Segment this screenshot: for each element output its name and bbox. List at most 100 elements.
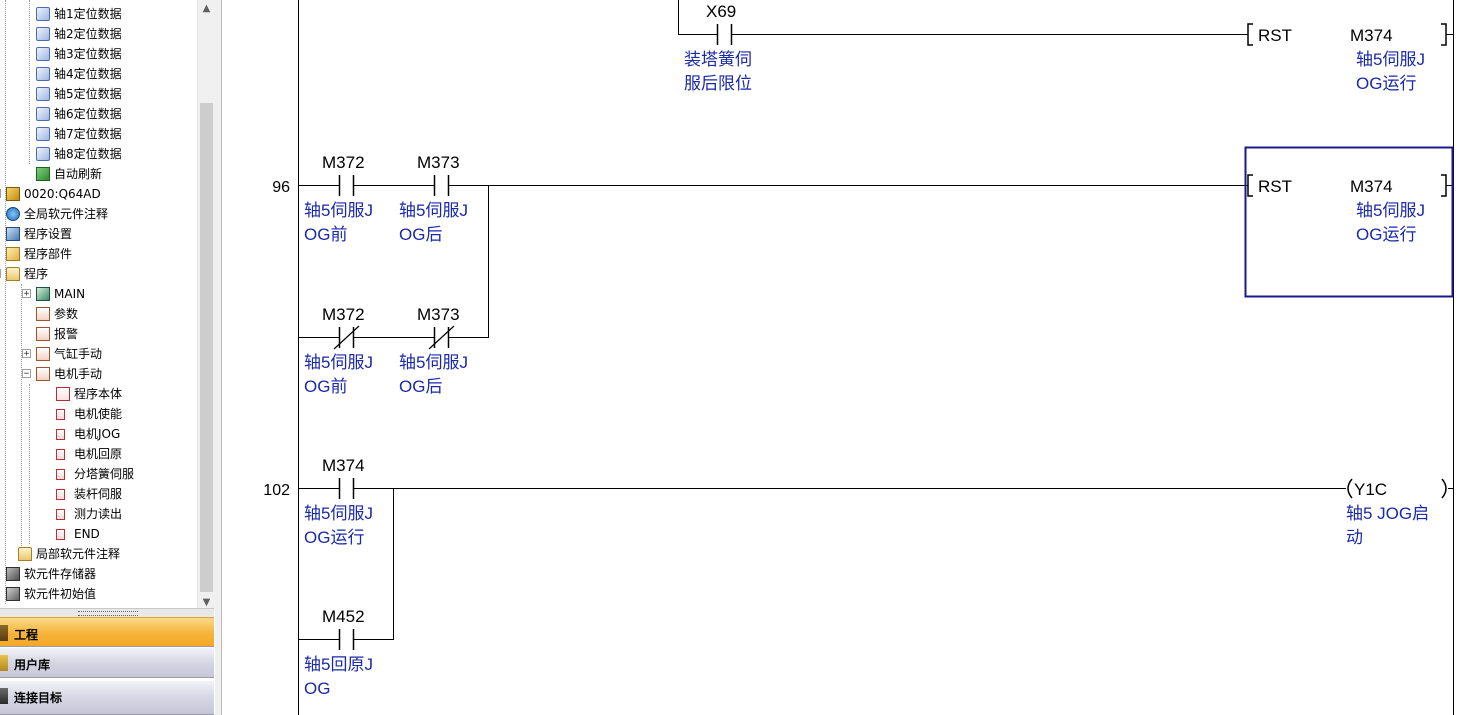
tree-guide-line <box>5 0 6 604</box>
tree-item[interactable]: 分塔簧伺服 <box>0 464 197 484</box>
edit-cursor[interactable] <box>1244 146 1454 298</box>
ladder-editor[interactable]: X69 装塔簧伺 服后限位 RST M374 轴5伺服J OG运行 96 <box>222 0 1467 715</box>
tree-item-label: 局部软元件注释 <box>36 547 121 561</box>
panel-divider[interactable] <box>215 0 222 715</box>
tree-item[interactable]: 参数 <box>0 304 197 324</box>
contact-x69[interactable]: X69 装塔簧伺 服后限位 <box>684 2 752 93</box>
module-icon <box>6 187 20 201</box>
contact-device: M373 <box>417 153 460 172</box>
positioning-data-icon <box>36 27 50 41</box>
tree-item[interactable]: 轴3定位数据 <box>0 44 197 64</box>
tree-item[interactable]: 全局软元件注释 <box>0 204 197 224</box>
ladder-program-icon <box>36 327 50 341</box>
tree-item-label: 轴5定位数据 <box>54 87 122 101</box>
tree-item-label: 软元件存储器 <box>24 567 97 581</box>
expand-icon[interactable]: + <box>22 349 31 359</box>
program-parts-icon <box>6 247 20 261</box>
nav-button-project[interactable]: 工程 <box>0 617 214 647</box>
tree-item-label: 轴3定位数据 <box>54 47 122 61</box>
global-comment-icon <box>6 207 20 221</box>
program-body-icon <box>56 387 70 401</box>
contact-m373[interactable]: M373 轴5伺服J OG后 <box>399 153 468 244</box>
tree-item-label: 程序设置 <box>24 227 73 241</box>
project-tree[interactable]: 轴1定位数据轴2定位数据轴3定位数据轴4定位数据轴5定位数据轴6定位数据轴7定位… <box>0 0 197 608</box>
contact-comment-line1: 轴5伺服J <box>304 353 373 372</box>
tree-item[interactable]: 电机使能 <box>0 404 197 424</box>
tree-item-label: 轴8定位数据 <box>54 147 122 161</box>
tree-item[interactable]: 局部软元件注释 <box>0 544 197 564</box>
tree-item[interactable]: 电机回原 <box>0 444 197 464</box>
tree-item[interactable]: 轴2定位数据 <box>0 24 197 44</box>
tree-item[interactable]: 软元件存储器 <box>0 564 197 584</box>
tree-item[interactable]: 软元件初始值 <box>0 584 197 604</box>
instruction-rst-top[interactable]: RST M374 轴5伺服J OG运行 <box>1247 23 1447 93</box>
scroll-down-arrow-icon[interactable]: ▼ <box>202 597 211 608</box>
tree-item[interactable]: 轴4定位数据 <box>0 64 197 84</box>
collapse-icon[interactable]: − <box>22 369 31 379</box>
tree-item[interactable]: 轴1定位数据 <box>0 4 197 24</box>
tree-item[interactable]: 自动刷新 <box>0 164 197 184</box>
tree-item[interactable]: 电机JOG <box>0 424 197 444</box>
nav-button-connection[interactable]: 连接目标 <box>0 681 214 715</box>
tree-item[interactable]: 轴5定位数据 <box>0 84 197 104</box>
expand-icon[interactable]: + <box>0 189 1 198</box>
positioning-data-icon <box>36 47 50 61</box>
contact-comment-line2: OG后 <box>399 377 442 396</box>
panel-splitter[interactable] <box>0 608 214 617</box>
tree-vertical-scrollbar[interactable]: ▲ ▼ <box>197 0 215 612</box>
rung-102[interactable]: 102 M374 轴5伺服J OG运行 M452 轴5回原J OG <box>263 456 1453 698</box>
tree-item-label: 分塔簧伺服 <box>74 467 135 481</box>
tree-item[interactable]: 报警 <box>0 324 197 344</box>
device-memory-icon <box>6 567 20 581</box>
instruction-comment-line2: OG运行 <box>1356 74 1416 93</box>
tree-item[interactable]: 测力读出 <box>0 504 197 524</box>
tree-item-label: 全局软元件注释 <box>24 207 109 221</box>
tree-item[interactable]: +MAIN <box>0 284 197 304</box>
splitter-grip[interactable] <box>78 611 138 616</box>
tree-item[interactable]: END <box>0 524 197 544</box>
contact-m452[interactable]: M452 轴5回原J OG <box>304 607 373 698</box>
nav-connection-label: 连接目标 <box>14 691 63 705</box>
contact-comment-line1: 轴5伺服J <box>304 504 373 523</box>
tree-item[interactable]: −程序 <box>0 264 197 284</box>
coil-device: Y1C <box>1354 480 1387 499</box>
auto-refresh-icon <box>36 167 50 181</box>
local-label-icon <box>56 469 65 480</box>
contact-m372-nc[interactable]: M372 轴5伺服J OG前 <box>304 305 373 396</box>
tree-item[interactable]: 轴8定位数据 <box>0 144 197 164</box>
positioning-data-icon <box>36 87 50 101</box>
contact-comment-line1: 装塔簧伺 <box>684 50 752 69</box>
contact-m374[interactable]: M374 轴5伺服J OG运行 <box>304 456 373 547</box>
contact-m372[interactable]: M372 轴5伺服J OG前 <box>304 153 373 244</box>
nav-button-user-library[interactable]: 用户库 <box>0 648 214 678</box>
folder-icon <box>6 267 20 281</box>
tree-item[interactable]: 程序部件 <box>0 244 197 264</box>
tree-item[interactable]: 程序本体 <box>0 384 197 404</box>
tree-item[interactable]: 装杆伺服 <box>0 484 197 504</box>
contact-device: M452 <box>322 607 365 626</box>
contact-device: M372 <box>322 305 365 324</box>
local-label-icon <box>56 489 65 500</box>
rung-96[interactable]: 96 M372 轴5伺服J OG前 M373 轴5伺服J OG后 <box>272 146 1454 397</box>
contact-m373-nc[interactable]: M373 轴5伺服J OG后 <box>399 305 468 396</box>
ladder-diagram[interactable]: X69 装塔簧伺 服后限位 RST M374 轴5伺服J OG运行 96 <box>222 0 1467 715</box>
instruction-comment-line2: OG运行 <box>1356 225 1416 244</box>
tree-item-label: 轴2定位数据 <box>54 27 122 41</box>
scrollbar-thumb[interactable] <box>200 103 213 592</box>
collapse-icon[interactable]: − <box>0 269 1 278</box>
tree-item[interactable]: 程序设置 <box>0 224 197 244</box>
expand-icon[interactable]: + <box>22 289 31 299</box>
contact-device: M372 <box>322 153 365 172</box>
instruction-rst-96[interactable]: RST M374 轴5伺服J OG运行 <box>1247 174 1447 244</box>
contact-comment-line1: 轴5伺服J <box>399 353 468 372</box>
tree-item[interactable]: +0020:Q64AD <box>0 184 197 204</box>
tree-item[interactable]: +气缸手动 <box>0 344 197 364</box>
scroll-up-arrow-icon[interactable]: ▲ <box>202 3 211 14</box>
tree-item[interactable]: 轴6定位数据 <box>0 104 197 124</box>
tree-item[interactable]: 轴7定位数据 <box>0 124 197 144</box>
contact-comment-line2: OG运行 <box>304 528 364 547</box>
coil-y1c[interactable]: Y1C 轴5 JOG启 动 <box>1346 478 1447 547</box>
program-settings-icon <box>6 227 20 241</box>
rung-top[interactable]: X69 装塔簧伺 服后限位 RST M374 轴5伺服J OG运行 <box>678 0 1453 93</box>
tree-item[interactable]: −电机手动 <box>0 364 197 384</box>
